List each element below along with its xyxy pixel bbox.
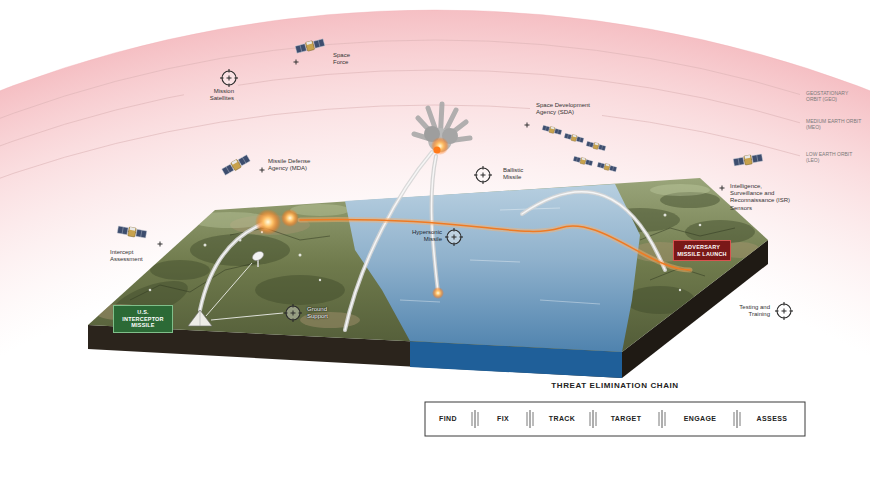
chain-step: ASSESS bbox=[757, 415, 788, 423]
step-label: TARGET bbox=[611, 415, 642, 423]
map-label: Mission Satellites bbox=[190, 88, 234, 102]
step-label: ENGAGE bbox=[684, 415, 717, 423]
chain-panel: THREAT ELIMINATION CHAIN FIND FIX TRACK TARG… bbox=[425, 378, 805, 438]
map-label: Ballistic Missile bbox=[503, 167, 537, 181]
map-label: GEOSTATIONARY ORBIT (GEO) bbox=[806, 90, 864, 102]
map-label: Space Development Agency (SDA) bbox=[536, 102, 598, 116]
map-label: Space Force bbox=[333, 52, 359, 66]
map-label: MEDIUM EARTH ORBIT (MEO) bbox=[806, 118, 864, 130]
map-label: Intelligence, Surveillance and Reconnais… bbox=[730, 183, 794, 212]
chain-step: FIND bbox=[439, 415, 457, 423]
chain-step: ENGAGE bbox=[684, 415, 717, 423]
launch-badge: ADVERSARY MISSILE LAUNCH bbox=[673, 240, 731, 261]
step-label: FIX bbox=[497, 415, 509, 423]
map-label: Missile Defense Agency (MDA) bbox=[268, 158, 328, 172]
chain-step: TARGET bbox=[611, 415, 642, 423]
badge-label: U.S. INTERCEPTOR MISSILE bbox=[116, 309, 170, 329]
chain-title: THREAT ELIMINATION CHAIN bbox=[425, 381, 805, 390]
step-label: ASSESS bbox=[757, 415, 788, 423]
map-label: Ground Support bbox=[307, 306, 343, 320]
map-label: Intercept Assessment bbox=[110, 249, 154, 263]
chain-step: FIX bbox=[497, 415, 509, 423]
badge-label: ADVERSARY MISSILE LAUNCH bbox=[676, 244, 728, 257]
map-label: Testing and Training bbox=[724, 304, 770, 318]
chain-step: TRACK bbox=[549, 415, 576, 423]
map-label: Hypersonic Missile bbox=[402, 229, 442, 243]
step-label: FIND bbox=[439, 415, 457, 423]
launch-badge: U.S. INTERCEPTOR MISSILE bbox=[113, 305, 173, 333]
step-label: TRACK bbox=[549, 415, 576, 423]
map-label: LOW EARTH ORBIT (LEO) bbox=[806, 151, 864, 163]
